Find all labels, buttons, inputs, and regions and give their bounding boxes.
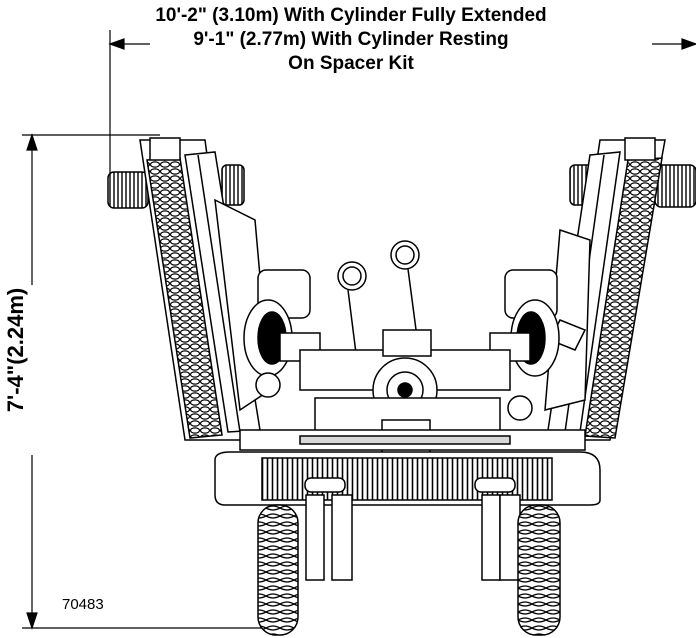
center-deck bbox=[214, 451, 601, 506]
caster-supports bbox=[305, 494, 521, 581]
width-dimension-line bbox=[108, 30, 696, 185]
right-caster-wheel bbox=[517, 504, 561, 636]
left-wing-deck bbox=[107, 137, 271, 441]
part-number: 70483 bbox=[62, 596, 104, 613]
left-caster-wheel bbox=[257, 504, 299, 636]
width-label-line-3: On Spacer Kit bbox=[288, 53, 414, 74]
width-dimension-label: 10'-2" (3.10m) With Cylinder Fully Exten… bbox=[110, 4, 592, 76]
center-section bbox=[239, 240, 586, 463]
height-dimension-label: 7'-4"(2.24m) bbox=[3, 287, 28, 413]
height-dimension-line bbox=[22, 133, 265, 630]
right-wing-deck bbox=[544, 137, 696, 441]
right-motor bbox=[489, 269, 560, 421]
width-label-line-2: 9'-1" (2.77m) With Cylinder Resting bbox=[193, 29, 509, 50]
width-label-line-1: 10'-2" (3.10m) With Cylinder Fully Exten… bbox=[155, 5, 547, 26]
